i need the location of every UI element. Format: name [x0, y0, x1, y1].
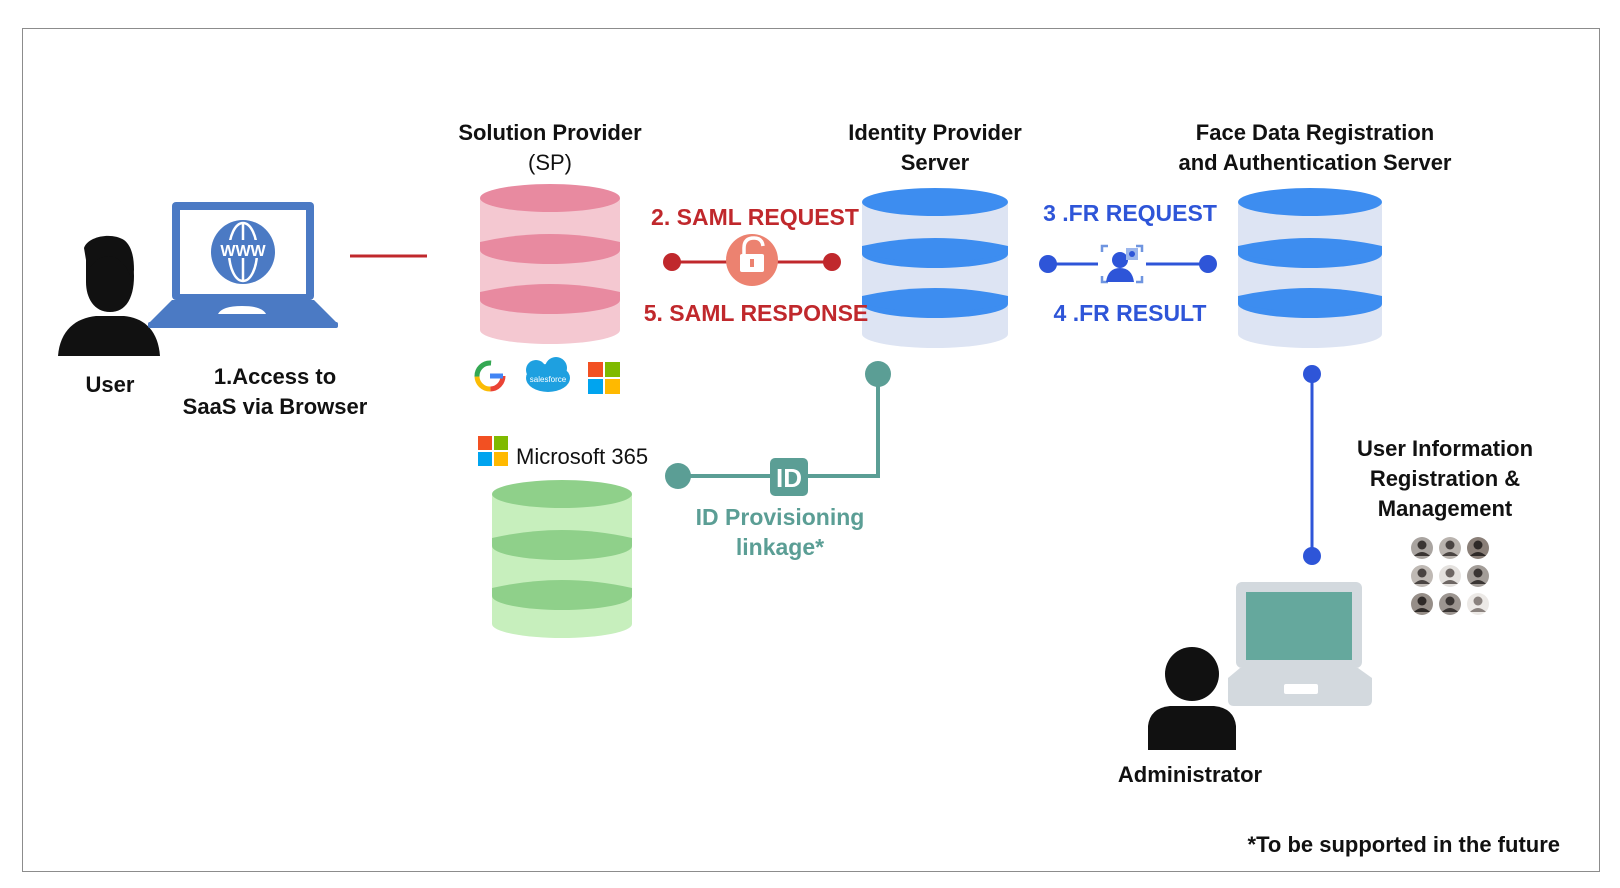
user-avatars-grid: [1411, 537, 1489, 615]
footnote: *To be supported in the future: [1247, 832, 1560, 857]
avatar: [1467, 537, 1489, 559]
avatar: [1411, 537, 1433, 559]
user-label: User: [85, 372, 135, 397]
microsoft-365-logo-icon: [478, 436, 508, 466]
microsoft-logo-icon: [588, 362, 620, 394]
provisioning-connector: [665, 361, 891, 489]
userinfo-line3: Management: [1377, 496, 1513, 521]
ms365-database-icon: [492, 480, 632, 638]
avatar: [1411, 593, 1433, 615]
fr-database-icon: [1238, 188, 1382, 348]
access-label: 1.Access to SaaS via Browser: [170, 362, 380, 422]
avatar: [1439, 593, 1461, 615]
google-icon: [474, 360, 506, 392]
id-badge-icon: ID: [770, 458, 808, 496]
avatar: [1439, 565, 1461, 587]
salesforce-text: salesforce: [530, 375, 567, 384]
access-label-line1: 1.Access to: [213, 364, 337, 389]
userinfo-label: User Information Registration & Manageme…: [1340, 434, 1550, 524]
administrator-icon: [1148, 647, 1236, 750]
admin-connector: [1303, 365, 1321, 565]
sp-database-icon: [480, 184, 620, 344]
user-icon: [58, 235, 160, 356]
id-badge-text: ID: [776, 463, 802, 493]
avatar: [1439, 537, 1461, 559]
salesforce-icon: salesforce: [526, 357, 570, 392]
access-label-line2: SaaS via Browser: [182, 394, 368, 419]
idp-label-line2: Server: [900, 150, 970, 175]
sp-label-line2: (SP): [528, 150, 572, 175]
saml-request-label: 2. SAML REQUEST: [651, 204, 859, 230]
id-provisioning-line2: linkage*: [735, 534, 825, 560]
fr-server-label: Face Data Registration and Authenticatio…: [1170, 118, 1460, 178]
administrator-label: Administrator: [1117, 762, 1263, 787]
idp-label: Identity Provider Server: [825, 118, 1045, 178]
avatar: [1467, 593, 1489, 615]
saml-response-label: 5. SAML RESPONSE: [643, 300, 869, 326]
sp-label: Solution Provider (SP): [440, 118, 660, 178]
sp-label-line1: Solution Provider: [458, 120, 642, 145]
userinfo-line1: User Information: [1356, 436, 1534, 461]
fr-result-label: 4 .FR RESULT: [1053, 300, 1207, 326]
unlock-icon: [726, 234, 778, 286]
id-provisioning-label: ID Provisioning linkage*: [680, 502, 880, 562]
fr-request-label: 3 .FR REQUEST: [1043, 200, 1217, 226]
diagram-frame: [22, 28, 1600, 872]
idp-database-icon: [862, 188, 1008, 348]
avatar: [1467, 565, 1489, 587]
idp-label-line1: Identity Provider: [848, 120, 1022, 145]
face-recognition-icon: [1098, 242, 1146, 286]
www-text: WWW: [220, 243, 266, 260]
avatar: [1411, 565, 1433, 587]
ms365-label: Microsoft 365: [516, 444, 649, 469]
id-provisioning-line1: ID Provisioning: [695, 504, 865, 530]
admin-laptop-icon: [1228, 582, 1372, 706]
browser-laptop-icon: WWW: [148, 202, 338, 328]
fr-server-label-line1: Face Data Registration: [1195, 120, 1435, 145]
userinfo-line2: Registration &: [1369, 466, 1521, 491]
fr-server-label-line2: and Authentication Server: [1178, 150, 1452, 175]
